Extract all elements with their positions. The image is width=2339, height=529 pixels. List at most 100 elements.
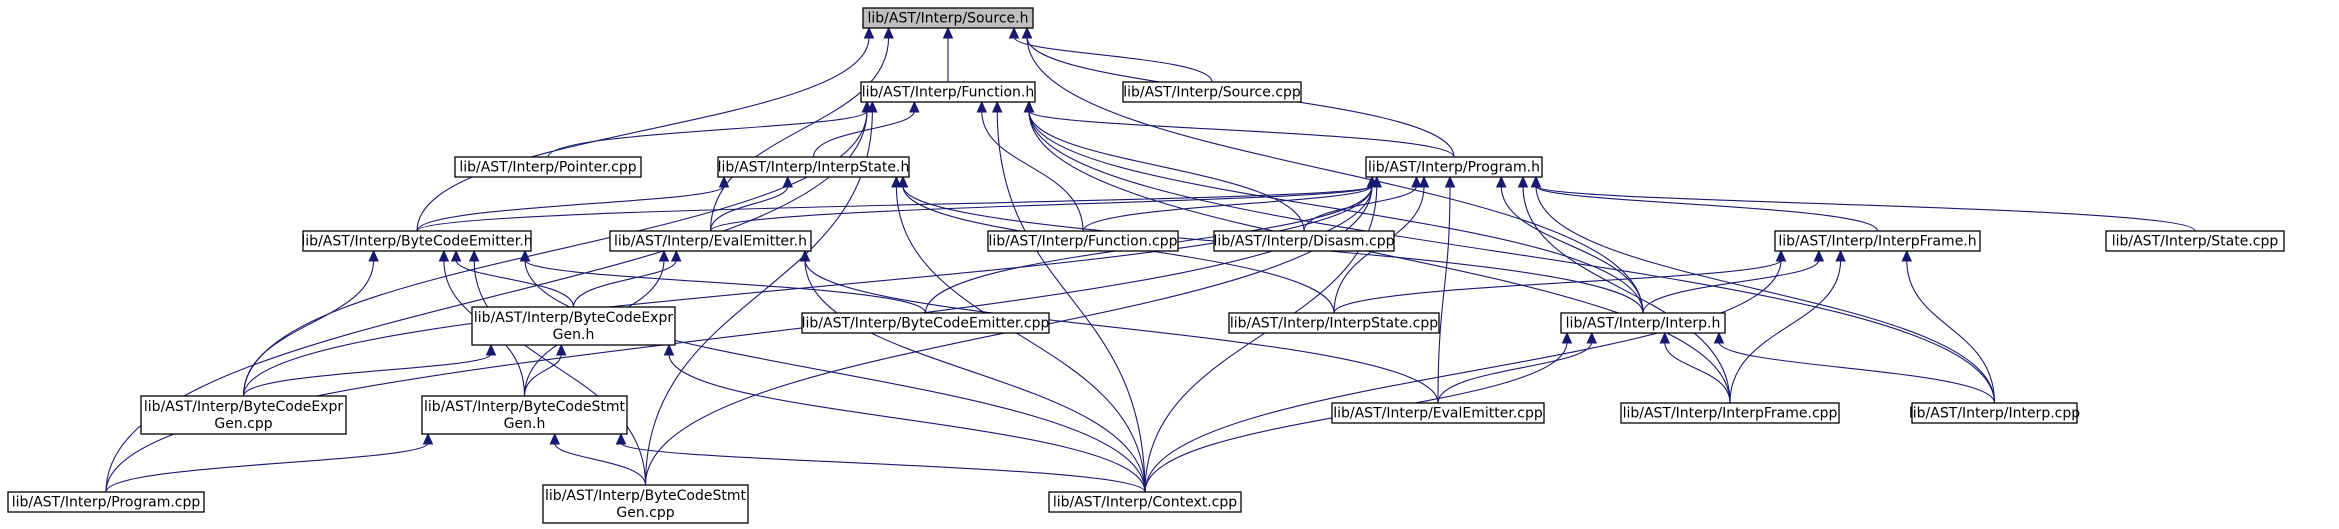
edge-context-cpp-to-bytecodeexprgen-h bbox=[663, 343, 1146, 493]
edge-program-cpp-to-bytecodestmtgen-h bbox=[105, 432, 434, 493]
node-label: lib/AST/Interp/ByteCodeStmt bbox=[545, 488, 746, 504]
node-label: lib/AST/Interp/InterpState.cpp bbox=[1230, 316, 1438, 332]
node-box bbox=[860, 81, 1036, 103]
node-interpframe-cpp[interactable]: lib/AST/Interp/InterpFrame.cpp bbox=[1620, 402, 1840, 424]
node-label: Gen.cpp bbox=[616, 505, 674, 521]
node-interp-h[interactable]: lib/AST/Interp/Interp.h bbox=[1560, 312, 1726, 334]
node-label: lib/AST/Interp/Function.h bbox=[862, 85, 1034, 101]
node-box bbox=[302, 230, 532, 252]
edge-disasm-cpp-to-program-h bbox=[1303, 175, 1422, 232]
edge-bytecodeexprgen-h-to-bytecodeemitter-h bbox=[450, 249, 575, 308]
edge-pointer-cpp-to-function-h bbox=[547, 100, 873, 158]
edge-interp-cpp-to-interp-h bbox=[1713, 331, 1996, 404]
node-label: lib/AST/Interp/Pointer.cpp bbox=[459, 160, 636, 176]
node-evalemitter-cpp[interactable]: lib/AST/Interp/EvalEmitter.cpp bbox=[1331, 402, 1545, 424]
node-box bbox=[717, 156, 910, 178]
node-box bbox=[542, 484, 749, 524]
node-box bbox=[1911, 402, 2078, 424]
node-label: Gen.cpp bbox=[214, 416, 272, 432]
edge-evalemitter-cpp-to-interp-h bbox=[1437, 331, 1598, 404]
edge-evalemitter-h-to-program-h bbox=[709, 175, 1378, 232]
edge-bytecodestmtgen-cpp-to-bytecodeemitter-h bbox=[468, 249, 647, 486]
node-box bbox=[1560, 312, 1726, 334]
edge-interp-h-to-program-h bbox=[1495, 175, 1644, 314]
node-label: lib/AST/Interp/Context.cpp bbox=[1053, 495, 1237, 511]
node-box bbox=[1620, 402, 1840, 424]
node-label: lib/AST/Interp/InterpFrame.h bbox=[1778, 234, 1976, 250]
node-bytecodeemitter-cpp[interactable]: lib/AST/Interp/ByteCodeEmitter.cpp bbox=[801, 312, 1050, 334]
node-box bbox=[801, 312, 1050, 334]
node-interpstate-cpp[interactable]: lib/AST/Interp/InterpState.cpp bbox=[1228, 312, 1440, 334]
node-box bbox=[140, 395, 347, 435]
node-label: lib/AST/Interp/EvalEmitter.cpp bbox=[1333, 406, 1543, 422]
node-box bbox=[1122, 81, 1302, 103]
node-box bbox=[862, 7, 1034, 29]
edge-function-h-to-source-h bbox=[942, 26, 954, 82]
node-pointer-cpp[interactable]: lib/AST/Interp/Pointer.cpp bbox=[454, 156, 642, 178]
node-function-h[interactable]: lib/AST/Interp/Function.h bbox=[860, 81, 1036, 103]
edge-evalemitter-h-to-source-h bbox=[709, 26, 894, 232]
edge-source-cpp-to-source-h bbox=[1008, 26, 1213, 83]
node-label: lib/AST/Interp/ByteCodeExpr bbox=[144, 399, 343, 415]
edge-disasm-cpp-to-function-h bbox=[1023, 100, 1305, 232]
edge-function-cpp-to-program-h bbox=[1082, 175, 1378, 232]
edge-interpframe-cpp-to-function-h bbox=[1023, 100, 1731, 404]
edge-interp-cpp-to-function-h bbox=[1023, 100, 1996, 404]
edge-context-cpp-to-interpstate-h bbox=[891, 175, 1146, 493]
edge-bytecodestmtgen-cpp-to-function-h bbox=[644, 100, 878, 486]
node-interpstate-h[interactable]: lib/AST/Interp/InterpState.h bbox=[717, 156, 910, 178]
node-box bbox=[987, 230, 1179, 252]
node-label: lib/AST/Interp/InterpFrame.cpp bbox=[1623, 406, 1838, 422]
edge-interpframe-cpp-to-interp-h bbox=[1659, 331, 1731, 404]
node-box bbox=[7, 491, 205, 513]
edge-evalemitter-h-to-interpstate-h bbox=[709, 175, 794, 232]
edge-context-cpp-to-evalemitter-h bbox=[799, 249, 1146, 493]
node-box bbox=[1048, 491, 1242, 513]
node-bytecodeemitter-h[interactable]: lib/AST/Interp/ByteCodeEmitter.h bbox=[301, 230, 533, 252]
node-label: lib/AST/Interp/ByteCodeEmitter.h bbox=[301, 234, 532, 250]
edge-context-cpp-to-interpframe-h bbox=[1144, 249, 1787, 493]
edge-context-cpp-to-bytecodestmtgen-h bbox=[615, 432, 1146, 493]
node-program-h[interactable]: lib/AST/Interp/Program.h bbox=[1365, 156, 1543, 178]
node-label: Gen.h bbox=[504, 416, 546, 432]
node-interp-cpp[interactable]: lib/AST/Interp/Interp.cpp bbox=[1909, 402, 2080, 424]
node-program-cpp[interactable]: lib/AST/Interp/Program.cpp bbox=[7, 491, 205, 513]
node-box bbox=[1213, 230, 1395, 252]
node-source-cpp[interactable]: lib/AST/Interp/Source.cpp bbox=[1122, 81, 1302, 103]
edge-interp-h-to-interpframe-h bbox=[1642, 249, 1825, 314]
node-evalemitter-h[interactable]: lib/AST/Interp/EvalEmitter.h bbox=[609, 230, 812, 252]
edge-context-cpp-to-function-h bbox=[991, 100, 1146, 493]
edge-function-cpp-to-function-h bbox=[976, 100, 1084, 232]
node-box bbox=[1228, 312, 1440, 334]
node-interpframe-h[interactable]: lib/AST/Interp/InterpFrame.h bbox=[1774, 230, 1981, 252]
edge-state-cpp-to-program-h bbox=[1530, 175, 2196, 232]
node-box bbox=[2105, 230, 2285, 252]
node-box bbox=[421, 395, 628, 435]
edge-bytecodeexprgen-h-to-evalemitter-h bbox=[572, 249, 682, 308]
node-source-h[interactable]: lib/AST/Interp/Source.h bbox=[862, 7, 1034, 29]
edge-interp-h-to-source-h bbox=[1021, 26, 1644, 314]
node-label: lib/AST/Interp/Source.h bbox=[868, 11, 1029, 27]
edge-bytecodeexprgen-cpp-to-bytecodeemitter-h bbox=[242, 249, 379, 397]
node-state-cpp[interactable]: lib/AST/Interp/State.cpp bbox=[2105, 230, 2285, 252]
node-label: lib/AST/Interp/ByteCodeEmitter.cpp bbox=[802, 316, 1050, 332]
node-box bbox=[471, 306, 676, 346]
edge-bytecodestmtgen-cpp-to-bytecodestmtgen-h bbox=[549, 432, 647, 486]
node-label: lib/AST/Interp/InterpState.h bbox=[718, 160, 910, 176]
edge-interp-cpp-to-interpframe-h bbox=[1901, 249, 1996, 404]
edge-bytecodeemitter-h-to-source-h bbox=[416, 26, 875, 232]
node-function-cpp[interactable]: lib/AST/Interp/Function.cpp bbox=[987, 230, 1179, 252]
node-label: lib/AST/Interp/Program.h bbox=[1368, 160, 1540, 176]
node-box bbox=[1365, 156, 1543, 178]
node-box bbox=[609, 230, 812, 252]
node-label: lib/AST/Interp/Interp.h bbox=[1566, 316, 1721, 332]
node-disasm-cpp[interactable]: lib/AST/Interp/Disasm.cpp bbox=[1213, 230, 1395, 252]
edge-interp-cpp-to-program-h bbox=[1530, 175, 1996, 404]
node-label: lib/AST/Interp/Interp.cpp bbox=[1909, 406, 2080, 422]
node-context-cpp[interactable]: lib/AST/Interp/Context.cpp bbox=[1048, 491, 1242, 513]
